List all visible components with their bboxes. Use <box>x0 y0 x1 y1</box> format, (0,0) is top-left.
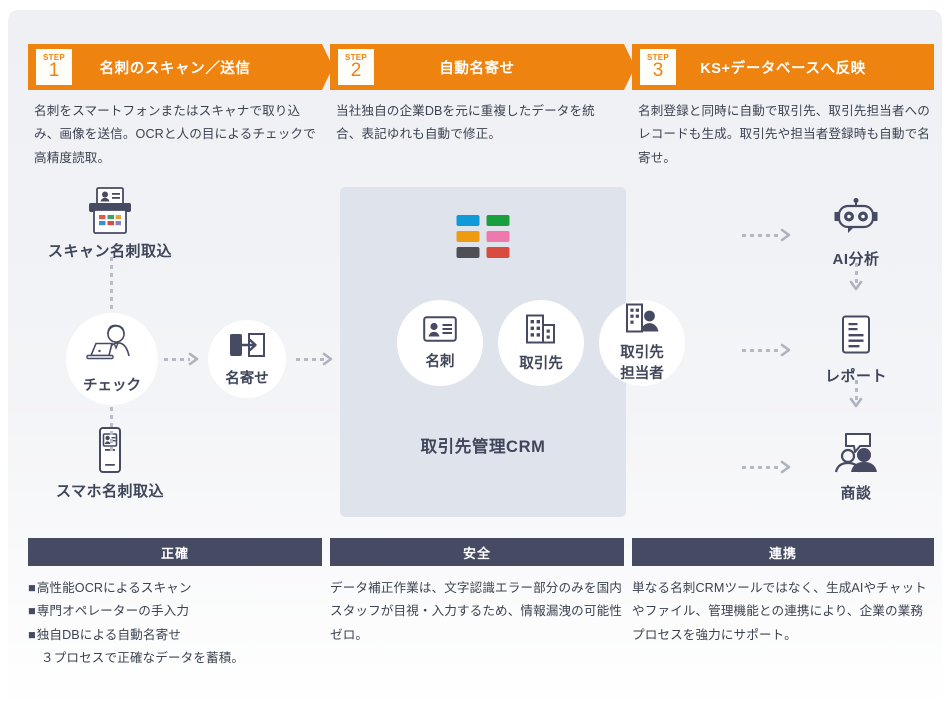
step-description-2: 当社独自の企業DBを元に重複したデータを統合、表記ゆれも自動で修正。 <box>336 104 595 142</box>
list-item: ■専門オペレーターの手入力 <box>28 604 190 619</box>
step-badge-2: STEP 2 <box>338 49 374 85</box>
arrow-head-down-icon <box>849 280 863 299</box>
output-node-label-shodan: 商談 <box>840 485 872 502</box>
building-icon <box>525 314 557 349</box>
step-bar-3: STEP 3 KS+データベースへ反映 <box>632 44 934 90</box>
process-diagram: 取引先管理CRM 名刺 <box>8 175 942 530</box>
feature-panel-integration: 連携 単なる名刺CRMツールではなく、生成AIやチャットやファイル、管理機能との… <box>632 538 934 647</box>
output-node-report[interactable]: レポート <box>786 310 926 386</box>
arrow-crm-to-shodan <box>742 460 794 474</box>
business-card-icon <box>423 315 457 347</box>
feature-panel-body-integration: 単なる名刺CRMツールではなく、生成AIやチャットやファイル、管理機能との連携に… <box>632 581 927 642</box>
step-badge-label-2: STEP <box>344 53 368 62</box>
step-title-2: 自動名寄せ <box>439 60 515 77</box>
step-header-3: STEP 3 KS+データベースへ反映 <box>632 44 934 90</box>
crm-entity-tantosha[interactable]: 取引先担当者 <box>599 300 685 386</box>
step-badge-label-1: STEP <box>42 53 66 62</box>
arrow-crm-to-ai <box>742 228 794 242</box>
process-circle-label-check: チェック <box>83 377 141 394</box>
input-node-label-scan: スキャン名刺取込 <box>47 243 172 260</box>
step-header-1: STEP 1 名刺のスキャン／送信 <box>28 44 333 90</box>
output-node-shodan[interactable]: 商談 <box>786 427 926 503</box>
list-item: ■高性能OCRによるスキャン <box>28 581 192 595</box>
step-badge-label-3: STEP <box>646 53 670 62</box>
scanner-icon <box>30 185 190 237</box>
arrow-report-to-shodan <box>849 380 863 416</box>
infographic-card: STEP 1 名刺のスキャン／送信 STEP 2 自動名寄せ STEP 3 <box>8 10 942 710</box>
arrow-head-icon <box>188 352 202 371</box>
meeting-icon <box>786 427 926 479</box>
step-badge-number-3: 3 <box>652 60 664 81</box>
dotted-connector-check-to-smartphone <box>110 407 113 453</box>
step-title-1: 名刺のスキャン／送信 <box>99 60 251 77</box>
input-node-scan[interactable]: スキャン名刺取込 <box>30 185 190 261</box>
feature-panel-accuracy: 正確 ■高性能OCRによるスキャン ■専門オペレーターの手入力 ■独自DBによる… <box>28 538 322 670</box>
step-description-3: 名刺登録と同時に自動で取引先、取引先担当者へのレコードも生成。取引先や担当者登録… <box>638 104 930 165</box>
process-circle-check[interactable]: チェック <box>66 313 158 405</box>
step-description-1: 名刺をスマートフォンまたはスキャナで取り込み、画像を送信。OCRと人の目によるチ… <box>34 104 316 165</box>
step-badge-number-2: 2 <box>350 60 362 81</box>
process-circle-label-nayose: 名寄せ <box>225 370 269 387</box>
output-node-label-report: レポート <box>824 368 887 385</box>
output-node-ai[interactable]: AI分析 <box>786 193 926 269</box>
feature-panel-heading-integration: 連携 <box>632 538 934 566</box>
arrow-check-to-nayose <box>164 352 202 366</box>
list-item: ■独自DBによる自動名寄せ <box>28 627 181 642</box>
feature-panel-body-security: データ補正作業は、文字認識エラー部分のみを国内スタッフが目視・入力するため、情報… <box>330 581 622 642</box>
step-bar-2: STEP 2 自動名寄せ <box>330 44 635 90</box>
feature-panel-security: 安全 データ補正作業は、文字認識エラー部分のみを国内スタッフが目視・入力するため… <box>330 538 624 647</box>
arrow-head-icon <box>780 228 794 247</box>
feature-panel-body-accuracy: ■高性能OCRによるスキャン ■専門オペレーターの手入力 ■独自DBによる自動名… <box>28 577 322 670</box>
robot-icon <box>786 193 926 245</box>
merge-arrow-icon <box>229 331 265 364</box>
step-badge-number-1: 1 <box>48 60 60 81</box>
arrow-head-icon <box>780 343 794 362</box>
step-header-2: STEP 2 自動名寄せ <box>330 44 635 90</box>
crm-logo-icon <box>456 215 510 263</box>
bullet-marker-icon: ■ <box>28 581 36 595</box>
person-laptop-icon <box>83 324 141 371</box>
crm-panel: 取引先管理CRM <box>340 187 626 517</box>
step-badge-3: STEP 3 <box>640 49 676 85</box>
crm-entity-meishi[interactable]: 名刺 <box>397 300 483 386</box>
crm-entity-label-torihikisaki: 取引先 <box>519 355 563 372</box>
crm-entity-torihikisaki[interactable]: 取引先 <box>498 300 584 386</box>
bullet-marker-icon: ■ <box>28 604 36 619</box>
output-node-label-ai: AI分析 <box>832 251 880 268</box>
arrow-ai-to-report <box>849 263 863 299</box>
crm-entity-label-tantosha: 取引先担当者 <box>620 345 664 382</box>
arrow-head-icon <box>780 460 794 479</box>
arrow-head-icon <box>322 352 336 371</box>
feature-panel-heading-security: 安全 <box>330 538 624 566</box>
document-icon <box>786 310 926 362</box>
process-circle-nayose[interactable]: 名寄せ <box>208 320 286 398</box>
arrow-head-down-icon <box>849 397 863 416</box>
crm-panel-title: 取引先管理CRM <box>420 438 546 456</box>
feature-bullet-list: ■高性能OCRによるスキャン ■専門オペレーターの手入力 ■独自DBによる自動名… <box>28 577 322 670</box>
step-bar-1: STEP 1 名刺のスキャン／送信 <box>28 44 333 90</box>
input-node-label-smartphone: スマホ名刺取込 <box>55 483 165 500</box>
step-badge-1: STEP 1 <box>36 49 72 85</box>
feature-panel-heading-accuracy: 正確 <box>28 538 322 566</box>
arrow-crm-to-report <box>742 343 794 357</box>
bullet-marker-icon: ■ <box>28 627 36 642</box>
step-title-3: KS+データベースへ反映 <box>700 60 866 77</box>
building-person-icon <box>625 303 659 338</box>
arrow-nayose-to-crm <box>296 352 336 366</box>
list-item-footnote: ３プロセスで正確なデータを蓄積。 <box>41 650 245 665</box>
dotted-connector-scan-to-check <box>110 257 113 311</box>
crm-entity-label-meishi: 名刺 <box>425 353 455 370</box>
step-headers: STEP 1 名刺のスキャン／送信 STEP 2 自動名寄せ STEP 3 <box>28 44 942 90</box>
